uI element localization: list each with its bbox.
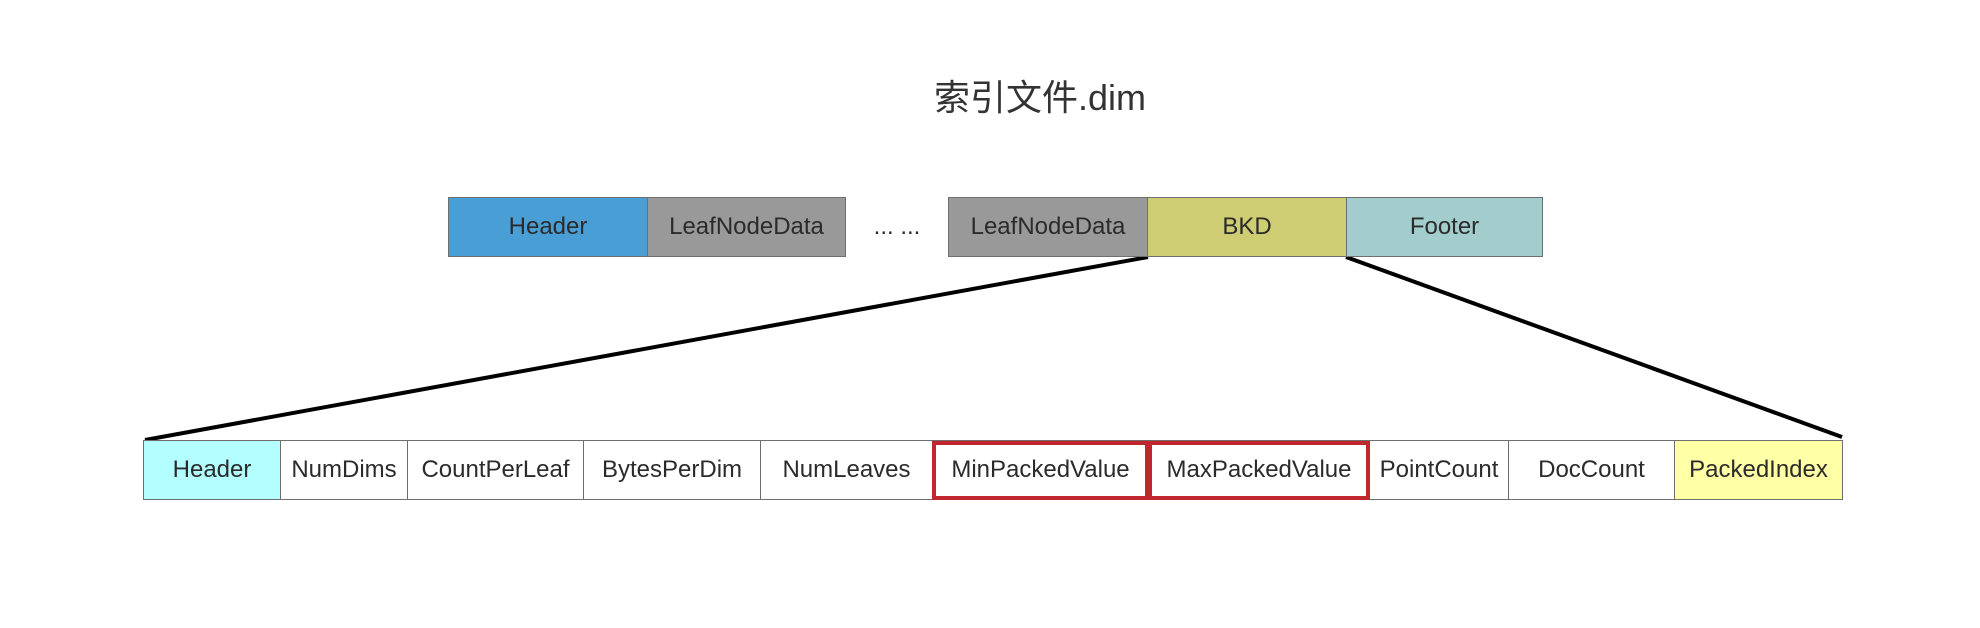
bkd-field-bytes-per-dim: BytesPerDim xyxy=(583,440,761,500)
bkd-field-max-packed-value: MaxPackedValue xyxy=(1148,440,1370,500)
bkd-field-header: Header xyxy=(143,440,281,500)
bkd-field-max-packed-value-label: MaxPackedValue xyxy=(1166,456,1352,483)
bkd-field-num-leaves: NumLeaves xyxy=(760,440,933,500)
bkd-block: BKD xyxy=(1147,197,1347,257)
leaf-node-data-block-last: LeafNodeData xyxy=(948,197,1148,257)
bkd-field-packed-index-label: PackedIndex xyxy=(1689,456,1828,483)
leaf-node-data-label-first: LeafNodeData xyxy=(669,213,824,240)
leaf-node-data-block-first: LeafNodeData xyxy=(647,197,846,257)
bkd-field-num-leaves-label: NumLeaves xyxy=(782,456,911,483)
bkd-field-point-count: PointCount xyxy=(1369,440,1509,500)
footer-label: Footer xyxy=(1409,213,1480,240)
diagram-title: 索引文件.dim xyxy=(933,77,1146,118)
bkd-field-point-count-label: PointCount xyxy=(1379,456,1499,483)
footer-block: Footer xyxy=(1346,197,1543,257)
bkd-field-count-per-leaf-label: CountPerLeaf xyxy=(421,456,570,483)
bkd-field-bytes-per-dim-label: BytesPerDim xyxy=(601,456,743,483)
bkd-field-count-per-leaf: CountPerLeaf xyxy=(407,440,584,500)
bkd-field-min-packed-value: MinPackedValue xyxy=(932,440,1149,500)
bkd-field-packed-index: PackedIndex xyxy=(1674,440,1843,500)
bkd-field-header-label: Header xyxy=(172,456,252,483)
bkd-field-doc-count-label: DocCount xyxy=(1538,456,1645,483)
file-header-block: Header xyxy=(448,197,648,257)
bkd-field-num-dims-label: NumDims xyxy=(291,456,397,483)
leaf-node-data-label-last: LeafNodeData xyxy=(970,213,1126,240)
bkd-field-min-packed-value-label: MinPackedValue xyxy=(951,456,1130,483)
expansion-line-right xyxy=(1345,255,1843,439)
bkd-field-doc-count: DocCount xyxy=(1508,440,1675,500)
bkd-field-num-dims: NumDims xyxy=(280,440,408,500)
bkd-label: BKD xyxy=(1222,213,1272,240)
expansion-line-left xyxy=(144,255,1149,442)
ellipsis-label: ... ... xyxy=(873,213,921,240)
file-header-label: Header xyxy=(508,213,588,240)
ellipsis-gap: ... ... xyxy=(846,197,948,257)
